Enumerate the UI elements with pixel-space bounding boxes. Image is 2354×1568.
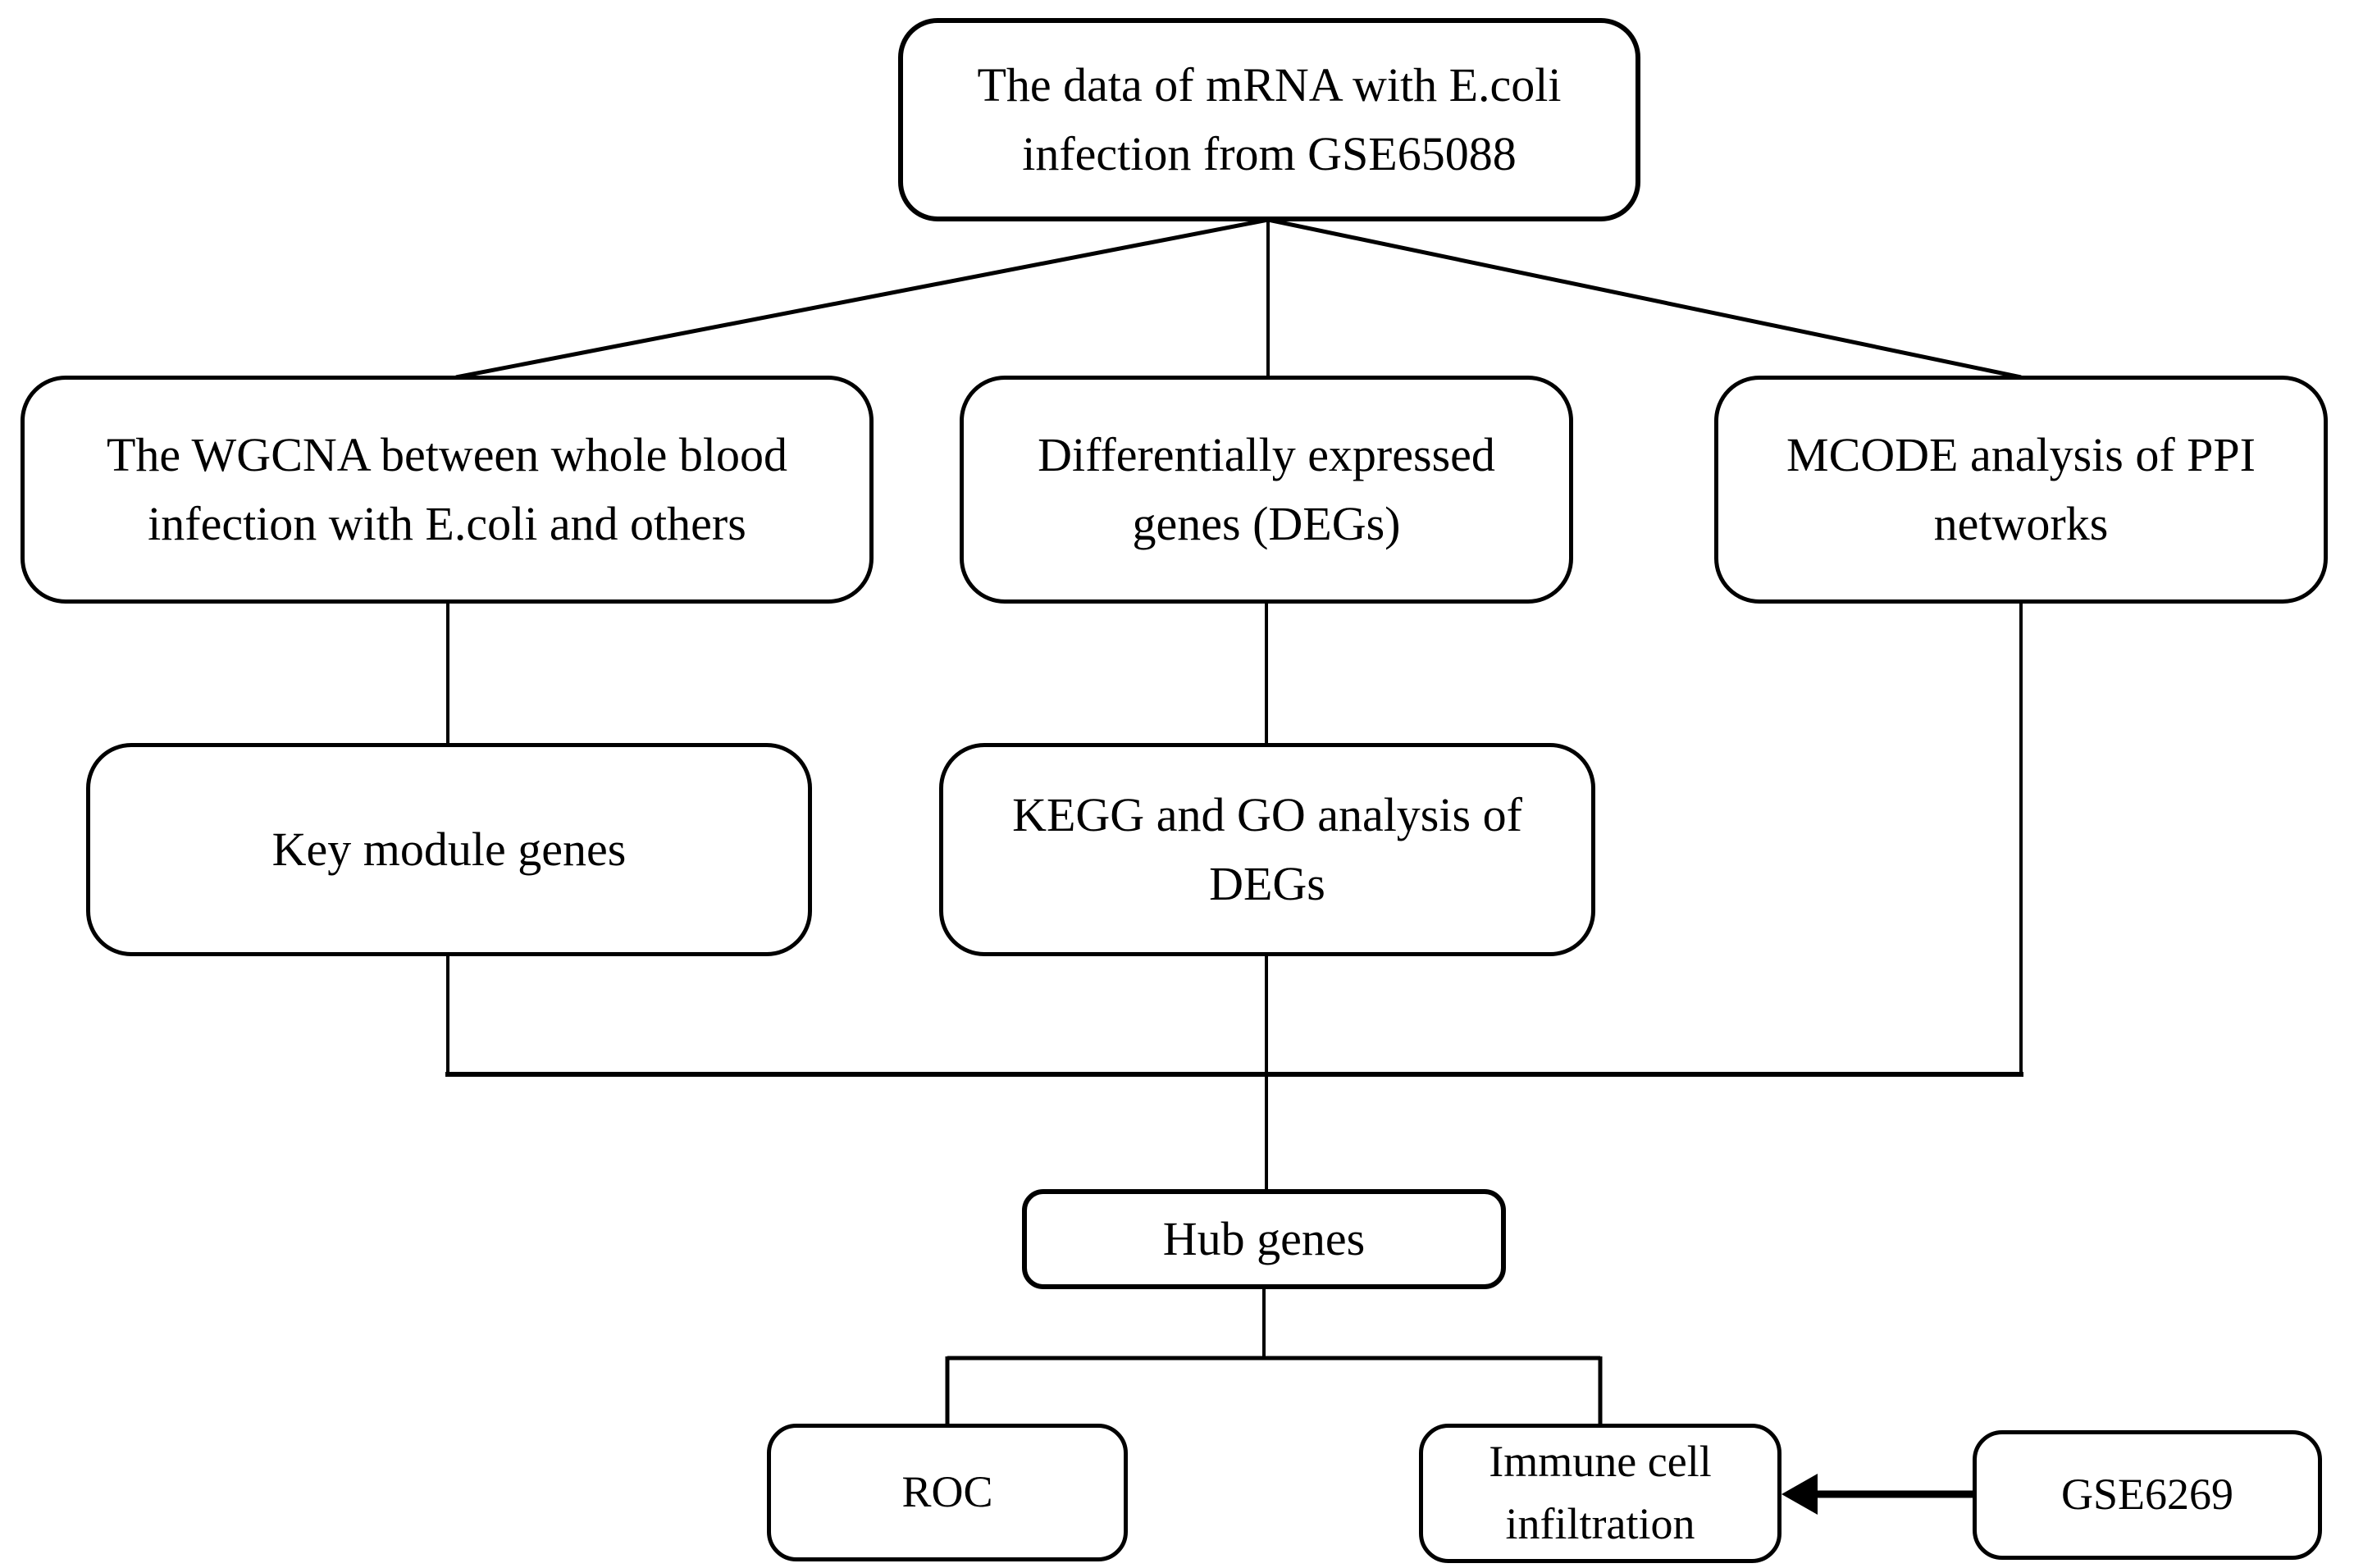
node-roc-label: ROC: [901, 1467, 993, 1517]
node-key-module-genes: Key module genes: [86, 743, 812, 956]
node-wgcna-label: The WGCNA between whole blood infection …: [106, 427, 788, 550]
node-hub-genes: Hub genes: [1022, 1189, 1506, 1289]
node-kegg-go-analysis-label: KEGG and GO analysis of DEGs: [1012, 787, 1522, 910]
node-roc: ROC: [767, 1424, 1128, 1561]
node-gse6269-label: GSE6269: [2060, 1470, 2233, 1520]
edge-source-wgcna: [455, 217, 1269, 380]
node-mcode-label: MCODE analysis of PPI networks: [1786, 427, 2256, 550]
node-immune-cell-infiltration: Immune cell infiltration: [1419, 1424, 1781, 1563]
node-source-data: The data of mRNA with E.coli infection f…: [898, 18, 1640, 221]
node-hub-genes-label: Hub genes: [1162, 1211, 1366, 1265]
node-degs-label: Differentially expressed genes (DEGs): [1038, 427, 1495, 550]
node-gse6269: GSE6269: [1973, 1430, 2322, 1560]
edge-gse6269-immune-arrowhead: [1781, 1474, 1818, 1515]
edge-source-mcode: [1267, 217, 2022, 380]
node-kegg-go-analysis: KEGG and GO analysis of DEGs: [939, 743, 1595, 956]
node-key-module-genes-label: Key module genes: [271, 822, 627, 876]
node-source-data-label: The data of mRNA with E.coli infection f…: [977, 57, 1562, 180]
node-degs: Differentially expressed genes (DEGs): [960, 376, 1573, 604]
node-immune-cell-infiltration-label: Immune cell infiltration: [1489, 1437, 1712, 1548]
node-wgcna: The WGCNA between whole blood infection …: [21, 376, 874, 604]
node-mcode: MCODE analysis of PPI networks: [1714, 376, 2328, 604]
